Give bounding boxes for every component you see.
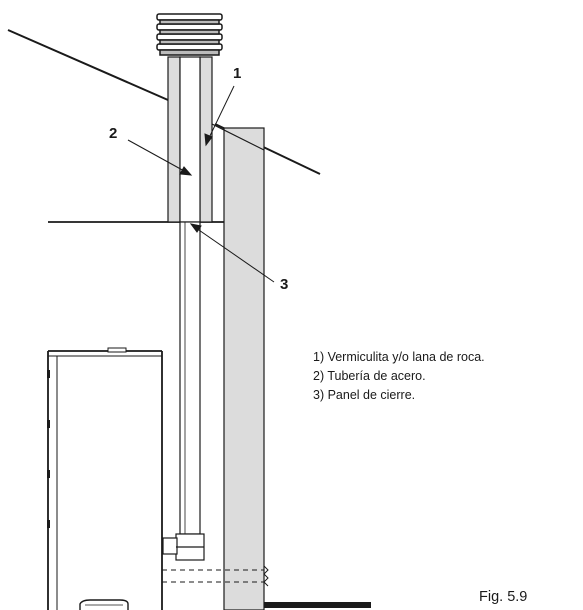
insulation-left — [167, 56, 181, 223]
floor-base — [264, 602, 371, 608]
chimney-cowl — [156, 13, 223, 56]
stove-connector — [162, 533, 205, 561]
callout-number-3: 3 — [280, 276, 288, 293]
callout-number-2: 2 — [109, 125, 117, 142]
steel-flue-lower — [179, 221, 201, 535]
stove — [47, 347, 163, 610]
callout-leader-1 — [204, 85, 235, 147]
legend-item-1: 1) Vermiculita y/o lana de roca. — [313, 350, 485, 364]
masonry-wall — [223, 127, 265, 610]
legend-item-2: 2) Tubería de acero. — [313, 369, 426, 383]
legend: 1) Vermiculita y/o lana de roca. 2) Tube… — [313, 348, 485, 405]
wall-top-edge — [211, 123, 265, 151]
steel-flue-upper — [179, 56, 201, 223]
figure-label: Fig. 5.9 — [479, 589, 528, 605]
stove-side-hinges — [47, 370, 50, 528]
callout-number-1: 1 — [233, 65, 241, 82]
callout-leader-2 — [127, 139, 193, 176]
roof-line-left — [7, 29, 169, 101]
wall-passage-dashed — [162, 569, 264, 583]
callout-leader-3 — [189, 223, 275, 283]
legend-item-3: 3) Panel de cierre. — [313, 388, 416, 402]
wall-passage-break — [263, 565, 269, 587]
